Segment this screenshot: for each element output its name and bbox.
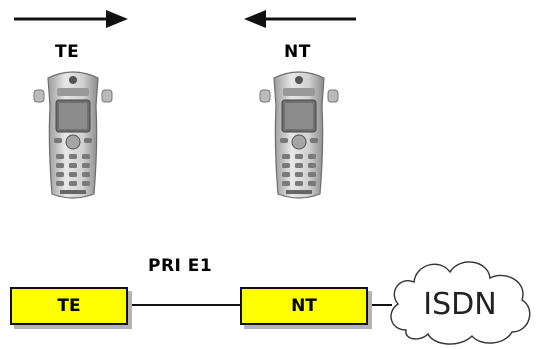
top-arrows bbox=[14, 10, 356, 28]
isdn-cloud-label: ISDN bbox=[423, 287, 496, 322]
handheld-tester-icon bbox=[259, 71, 339, 199]
nt-top-label: NT bbox=[284, 42, 311, 62]
te-box: TE bbox=[10, 287, 128, 325]
link-label: PRI E1 bbox=[148, 256, 213, 276]
handheld-tester-icon bbox=[33, 71, 113, 199]
arrow-right-icon bbox=[14, 10, 128, 28]
nt-box-label: NT bbox=[291, 296, 317, 316]
link-lines bbox=[128, 304, 392, 306]
isdn-cloud-icon: ISDN bbox=[390, 261, 531, 345]
nt-box: NT bbox=[240, 287, 368, 325]
arrow-left-icon bbox=[244, 10, 356, 28]
te-box-label: TE bbox=[57, 296, 81, 316]
te-top-label: TE bbox=[55, 42, 80, 62]
